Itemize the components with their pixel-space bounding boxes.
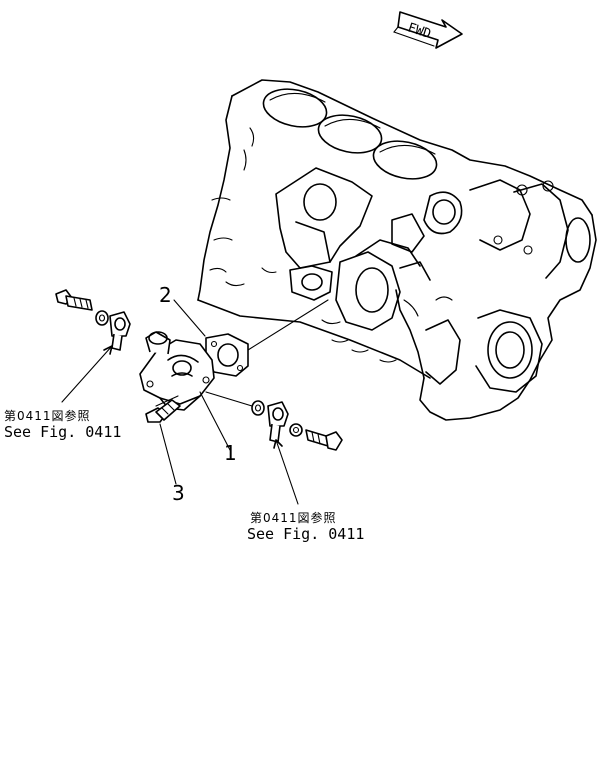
gasket bbox=[205, 333, 249, 377]
mounting-bolt bbox=[145, 399, 181, 423]
thermostat-cover bbox=[139, 331, 215, 411]
reference-en-left: See Fig. 0411 bbox=[4, 423, 121, 441]
fwd-arrow: FWD bbox=[393, 11, 463, 49]
reference-en-right: See Fig. 0411 bbox=[247, 525, 364, 543]
reference-jp-left: 第0411図参照 bbox=[4, 408, 91, 423]
callout-2: 2 bbox=[159, 283, 172, 307]
left-fitting-group bbox=[55, 289, 131, 351]
reference-jp-right: 第0411図参照 bbox=[250, 510, 337, 525]
engine-block bbox=[197, 79, 597, 421]
callout-3: 3 bbox=[172, 481, 185, 505]
callout-1: 1 bbox=[224, 441, 237, 465]
reference-arrows bbox=[61, 345, 299, 505]
leader-lines bbox=[155, 299, 329, 485]
right-fitting-group bbox=[251, 400, 343, 451]
fwd-label: FWD bbox=[406, 21, 433, 43]
